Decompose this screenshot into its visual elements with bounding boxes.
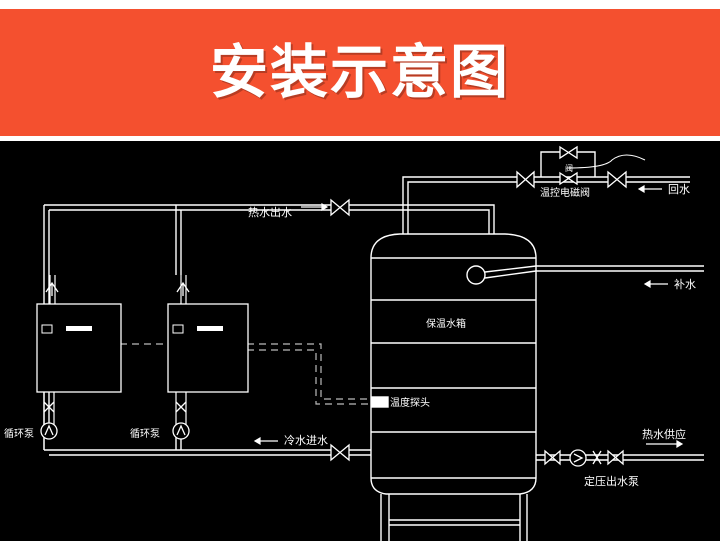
label-temp-solenoid-valve: 温控电磁阀 — [540, 186, 590, 199]
label-hot-water-supply: 热水供应 — [642, 427, 686, 441]
label-hot-water-out: 热水出水 — [248, 205, 292, 219]
diagram-canvas: 热水出水 温控电磁阀 阀 回水 补水 保温水箱 温度探头 冷水进水 热水供应 定… — [0, 141, 720, 541]
storage-tank — [370, 233, 537, 541]
label-tank: 保温水箱 — [426, 317, 466, 330]
label-pressure-pump: 定压出水泵 — [584, 474, 639, 488]
makeup-pipe — [536, 265, 704, 272]
heater-unit-2 — [167, 303, 249, 393]
label-circ-pump-1: 循环泵 — [4, 427, 34, 440]
heater-unit-1 — [36, 303, 122, 393]
pump-icon — [172, 401, 190, 440]
installation-diagram: 热水出水 温控电磁阀 阀 回水 补水 保温水箱 温度探头 冷水进水 热水供应 定… — [0, 141, 720, 541]
pump-icon — [40, 401, 58, 440]
sensor-cable — [120, 343, 372, 405]
pump-icon — [569, 449, 602, 467]
page-title: 安装示意图 — [209, 38, 510, 106]
label-valve-mark: 阀 — [565, 164, 573, 173]
gate-valve-icon — [330, 145, 627, 466]
label-temp-probe: 温度探头 — [390, 396, 430, 409]
flow-arrow-icon — [253, 184, 684, 449]
title-banner: 安装示意图 — [0, 9, 720, 136]
label-cold-water-in: 冷水进水 — [284, 434, 328, 447]
check-valve-icon — [45, 281, 190, 296]
label-makeup-water: 补水 — [674, 278, 696, 291]
label-return-water: 回水 — [668, 183, 690, 196]
label-circ-pump-2: 循环泵 — [130, 427, 160, 440]
